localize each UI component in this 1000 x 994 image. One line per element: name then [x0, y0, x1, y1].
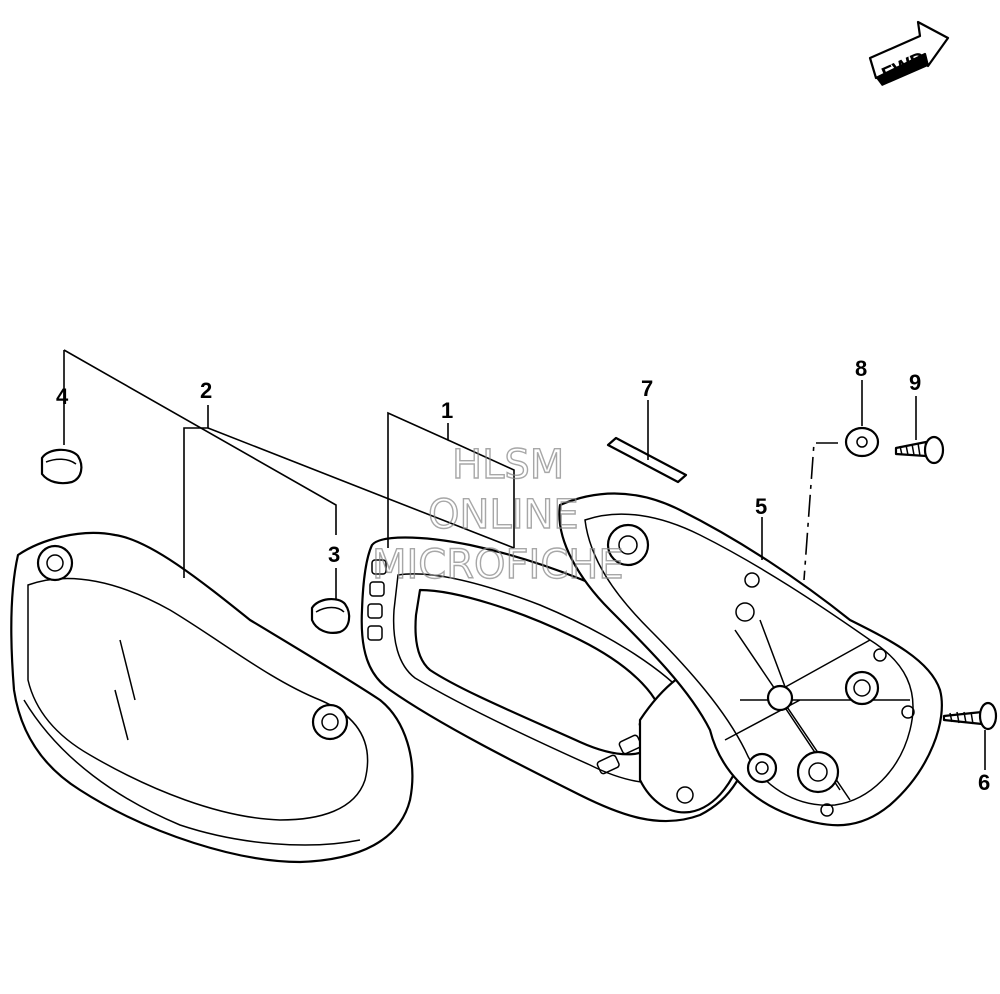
watermark: HLSM ONLINE MICROFICHE: [371, 441, 624, 588]
fwd-arrow-badge: FWD: [868, 20, 950, 86]
cushion-part-3[interactable]: [310, 598, 351, 634]
watermark-line-3: MICROFICHE: [372, 542, 624, 588]
washer-part-8[interactable]: [844, 426, 880, 458]
strip-part-7[interactable]: [606, 436, 688, 484]
callout-3: 3: [328, 542, 340, 567]
screw-part-6[interactable]: [942, 701, 998, 731]
meter-case-part[interactable]: [558, 492, 943, 827]
callout-8: 8: [855, 356, 867, 381]
callout-4: 4: [56, 384, 69, 409]
callout-6: 6: [978, 770, 990, 795]
watermark-line-2: ONLINE: [428, 492, 579, 538]
callout-7: 7: [641, 376, 653, 401]
cushion-part-4[interactable]: [40, 448, 83, 485]
callout-2: 2: [200, 378, 212, 403]
leader-lines: [63, 349, 986, 770]
screw-part-9[interactable]: [894, 435, 945, 465]
callout-9: 9: [909, 370, 921, 395]
watermark-line-1: HLSM: [452, 442, 564, 488]
callout-1: 1: [441, 398, 453, 423]
callout-5: 5: [755, 494, 767, 519]
meter-cover-part[interactable]: [10, 531, 414, 864]
meter-assembly-part[interactable]: [360, 536, 754, 823]
callout-labels: 1 2 3 4 5 6 7 8 9: [56, 356, 990, 795]
